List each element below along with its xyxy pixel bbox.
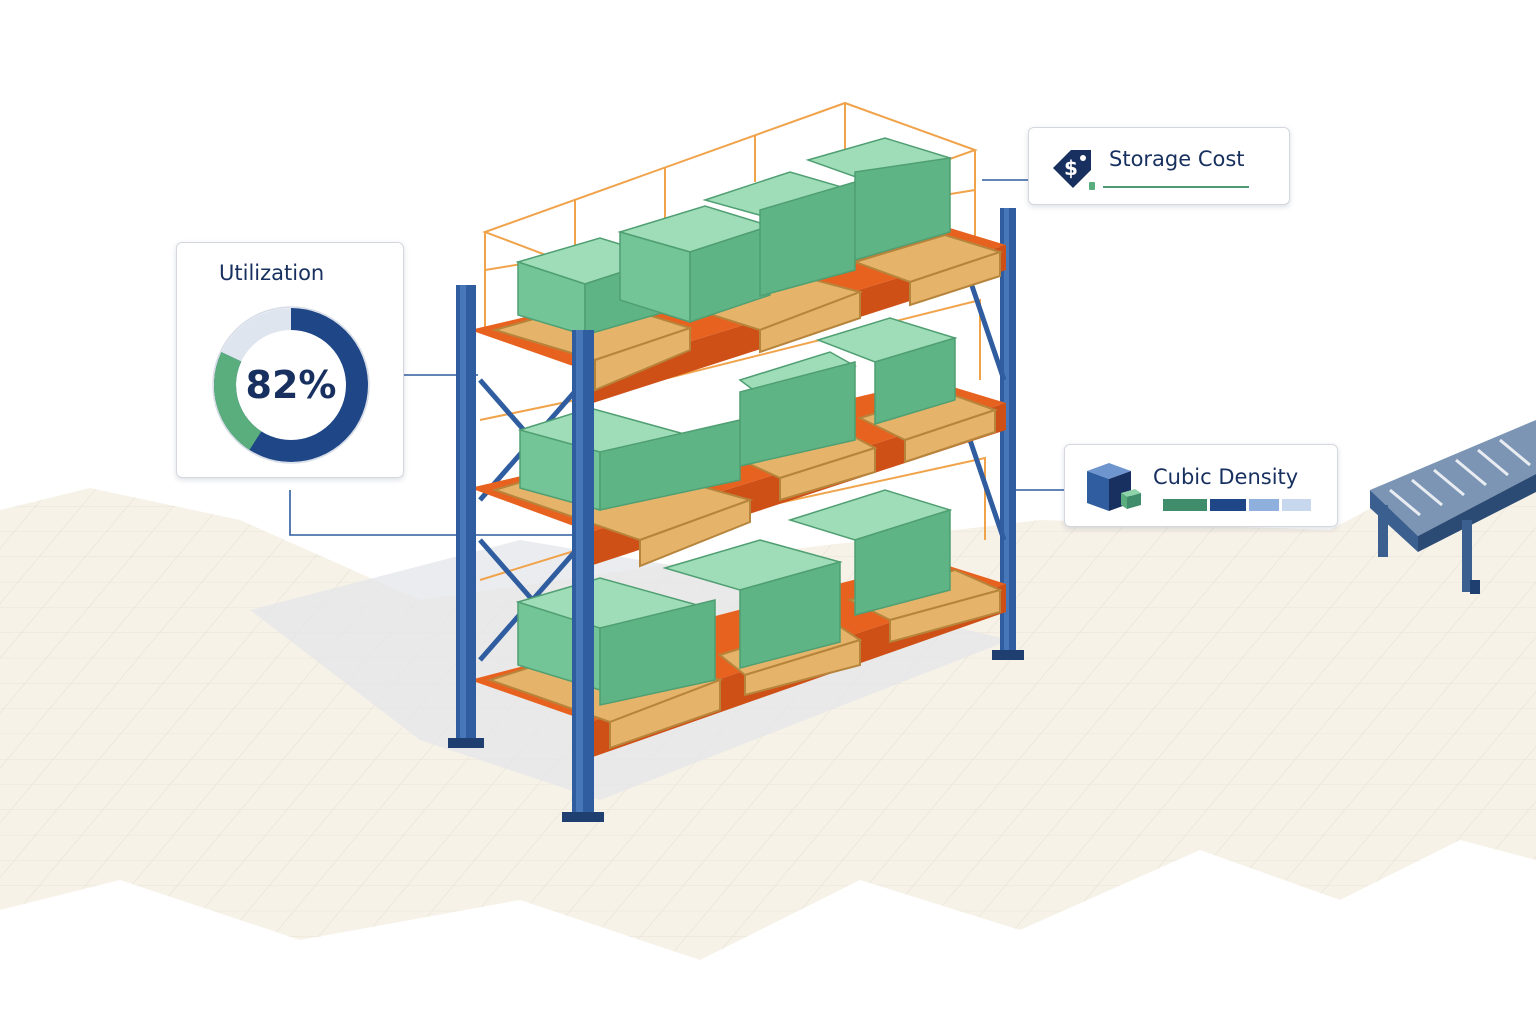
density-segment-4 (1282, 499, 1311, 511)
density-segment-3 (1249, 499, 1279, 511)
storage-cost-underline (1103, 186, 1249, 188)
cubic-density-title: Cubic Density (1153, 465, 1299, 489)
density-segment-1 (1163, 499, 1207, 511)
utilization-card: Utilization 82% (176, 242, 404, 478)
cube-icon (1087, 463, 1141, 511)
cubic-density-card: Cubic Density (1064, 444, 1338, 527)
density-segment-2 (1210, 499, 1246, 511)
inventory-boxes (515, 137, 958, 706)
dollar-tag-icon: $ (1053, 150, 1095, 190)
utilization-value: 82% (245, 363, 337, 407)
utilization-accent-arc (214, 308, 368, 462)
storage-cost-title: Storage Cost (1109, 147, 1245, 171)
svg-text:$: $ (1064, 156, 1078, 180)
storage-cost-card: $ Storage Cost (1028, 127, 1290, 205)
storage-rack (448, 101, 1024, 822)
conveyor (1370, 420, 1536, 594)
utilization-gauge (212, 306, 370, 464)
density-segment-bar (1163, 499, 1311, 511)
utilization-title: Utilization (219, 261, 325, 285)
